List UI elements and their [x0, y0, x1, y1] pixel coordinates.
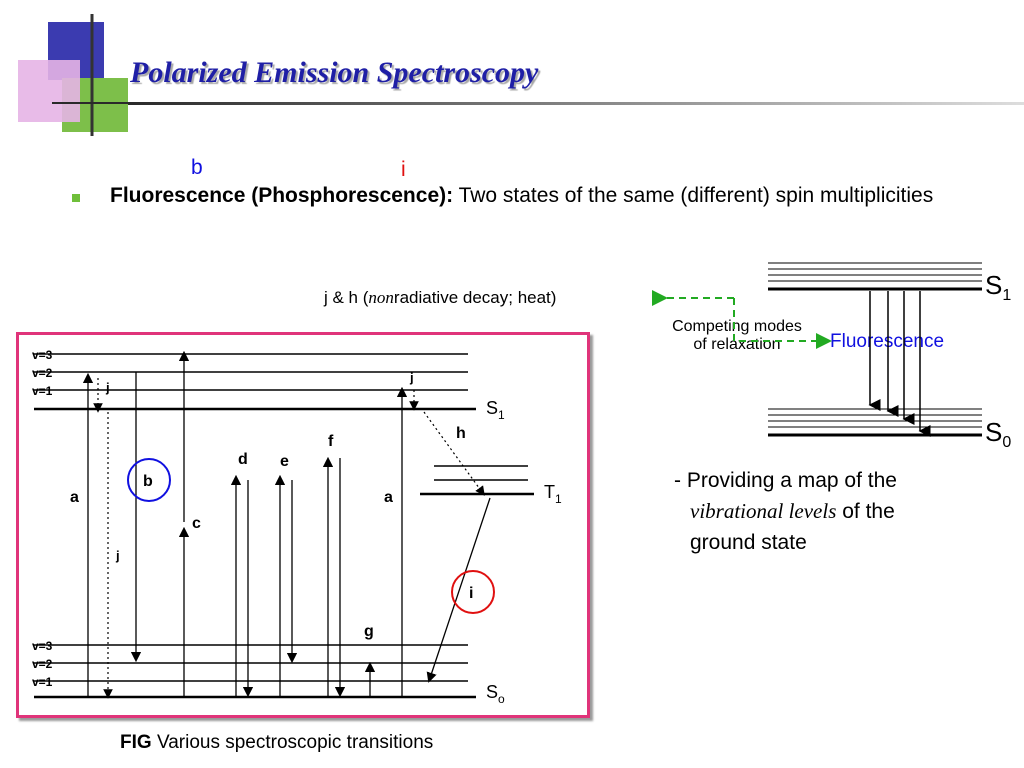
- map-text: - Providing a map of the vibrational lev…: [674, 465, 994, 558]
- nonrad-prefix: j & h (: [324, 288, 369, 307]
- nonrad-suffix: radiative decay; heat): [393, 288, 557, 307]
- label-g: g: [364, 623, 374, 640]
- caption-bold: FIG: [120, 732, 152, 753]
- map-line1: - Providing a map of the: [674, 469, 897, 492]
- map-line2: of the: [836, 500, 895, 523]
- label-j2: j: [115, 548, 120, 563]
- energy-level-diagram: [652, 262, 982, 437]
- nonradiative-label: j & h (nonradiative decay; heat): [324, 288, 556, 308]
- s1-label: S1: [985, 270, 1012, 305]
- v1-bottom-label: v=1: [32, 675, 53, 689]
- bullet-rest: Two states of the same (different) spin …: [453, 184, 934, 207]
- label-b: b: [143, 473, 153, 490]
- v2-top-label: v=2: [32, 366, 53, 380]
- bullet-icon: [72, 194, 80, 202]
- s0-levels: [768, 408, 982, 437]
- circle-b: [127, 458, 171, 502]
- figure-panel: [16, 332, 590, 718]
- figure-levels: [34, 353, 534, 699]
- vibration-labels: v=3 v=2 v=1 v=3 v=2 v=1: [32, 348, 53, 689]
- label-c: c: [192, 515, 201, 532]
- marker-b: b: [191, 156, 203, 179]
- v3-bottom-label: v=3: [32, 639, 53, 653]
- fig-s1-label: S1: [486, 398, 505, 422]
- label-i: i: [469, 585, 473, 602]
- pink-square: [18, 60, 80, 122]
- competing-arrows: [652, 290, 832, 349]
- figure-arrows: [82, 350, 491, 698]
- dotted-arrows: [93, 378, 485, 699]
- label-e: e: [280, 453, 289, 470]
- figure-caption: FIG Various spectroscopic transitions: [120, 732, 433, 754]
- label-a1: a: [70, 489, 79, 506]
- transition-figure: v=3 v=2 v=1 v=3 v=2 v=1 S1 So T1 a a b c…: [32, 348, 562, 706]
- circle-i: [451, 570, 495, 614]
- label-j1: j: [105, 380, 110, 395]
- v2-bottom-label: v=2: [32, 657, 53, 671]
- marker-i: i: [401, 158, 406, 181]
- title-rule: [128, 102, 1024, 105]
- label-d: d: [238, 451, 248, 468]
- s1-levels: [768, 262, 982, 291]
- label-j3: j: [409, 370, 414, 385]
- map-italic: vibrational levels: [690, 499, 837, 523]
- label-h: h: [456, 425, 466, 442]
- fluorescence-label: Fluorescence: [830, 331, 945, 352]
- v3-top-label: v=3: [32, 348, 53, 362]
- s0-label: S0: [985, 417, 1012, 452]
- corner-decoration: [18, 14, 1024, 136]
- nonrad-italic: non: [368, 288, 394, 307]
- label-a2: a: [384, 489, 393, 506]
- label-f: f: [328, 433, 334, 450]
- bullet-text: Fluorescence (Phosphorescence): Two stat…: [110, 180, 1010, 211]
- competing-line1: Competing modes: [672, 318, 802, 335]
- v1-top-label: v=1: [32, 384, 53, 398]
- fig-s0-label: So: [486, 682, 505, 706]
- state-labels: S1 So T1: [486, 398, 562, 706]
- transition-labels: a a b c d e f g h i j j j: [70, 370, 473, 640]
- map-line3: ground state: [690, 531, 807, 554]
- slide-title: Polarized Emission Spectroscopy: [130, 56, 539, 89]
- fluorescence-arrows: [868, 291, 931, 437]
- fig-t1-label: T1: [544, 482, 562, 506]
- caption-rest: Various spectroscopic transitions: [151, 732, 434, 753]
- competing-line2: of relaxation: [693, 336, 781, 353]
- bullet-bold: Fluorescence (Phosphorescence):: [110, 184, 454, 207]
